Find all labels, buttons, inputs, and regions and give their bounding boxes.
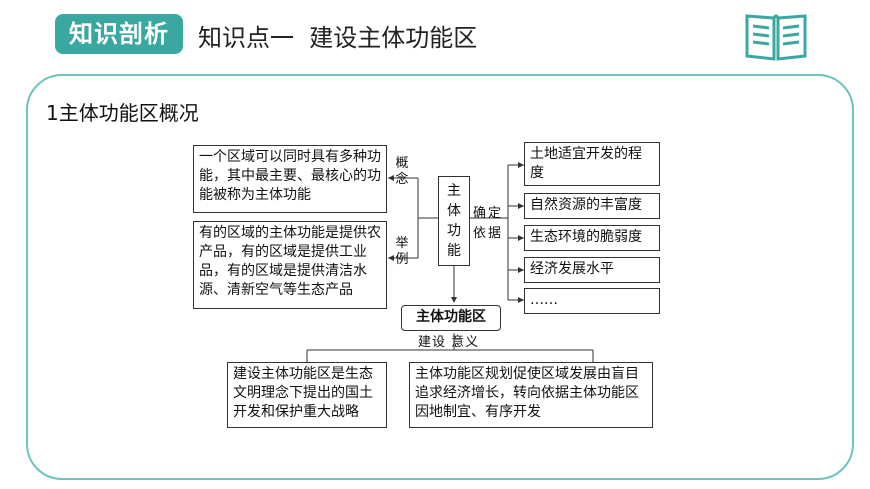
diagram-connectors <box>306 162 594 362</box>
example-label: 举例 <box>395 236 409 267</box>
basis-item-3: 生态环境的脆弱度 <box>524 225 660 251</box>
section-badge: 知识剖析 <box>55 14 183 54</box>
example-box: 有的区域的主体功能是提供农产品，有的区域是提供工业品，有的区域是提供清洁水源、清… <box>193 221 387 309</box>
concept-box: 一个区域可以同时具有多种功能，其中最主要、最核心的功能被称为主体功能 <box>193 145 387 213</box>
significance-item-2: 主体功能区规划促使区域发展由盲目追求经济增长，转向依据主体功能区因地制宜、有序开… <box>409 362 653 428</box>
basis-label: 确定依据 <box>473 206 504 241</box>
basis-item-2: 自然资源的丰富度 <box>524 193 660 219</box>
center-node: 主体功能 <box>438 176 470 266</box>
concept-label: 概念 <box>395 156 409 187</box>
main-node: 主体功能区 <box>401 305 501 331</box>
significance-item-1: 建设主体功能区是生态文明理念下提出的国土开发和保护重大战略 <box>227 362 387 428</box>
basis-item-5: …… <box>524 288 660 314</box>
section-title: 知识点一 建设主体功能区 <box>198 24 478 52</box>
significance-label: 建设 意义 <box>418 335 480 350</box>
concept-diagram: 一个区域可以同时具有多种功能，其中最主要、最核心的功能被称为主体功能 有的区域的… <box>190 140 670 430</box>
basis-item-4: 经济发展水平 <box>524 257 660 283</box>
basis-item-1: 土地适宜开发的程度 <box>524 142 660 186</box>
panel-title: 1主体功能区概况 <box>46 101 199 125</box>
book-icon <box>743 6 809 66</box>
